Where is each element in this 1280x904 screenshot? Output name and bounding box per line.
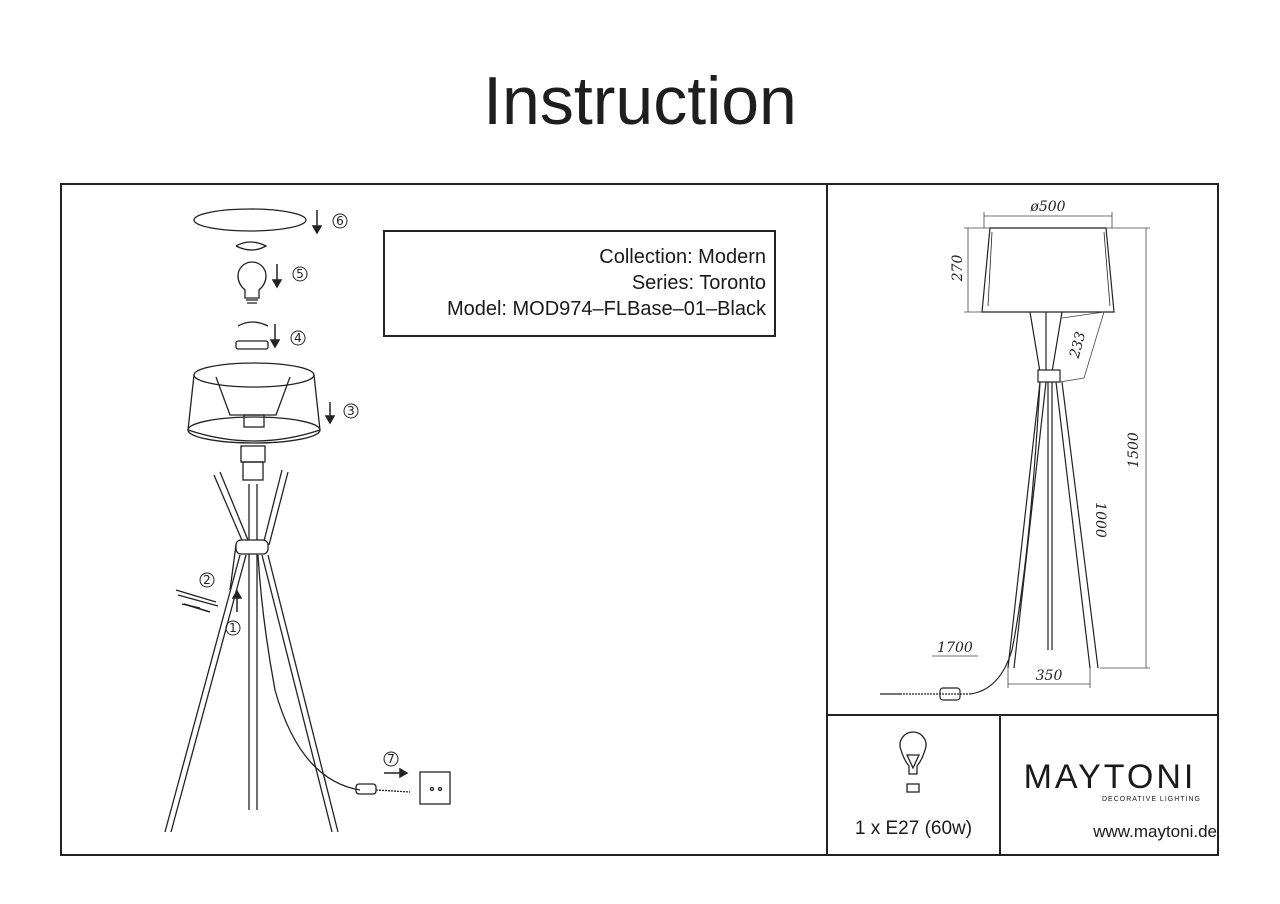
dim-total-height: 1500 [1126, 432, 1142, 468]
brand-logo: MAYTONI [1023, 758, 1197, 796]
instruction-frame [60, 183, 1219, 856]
step-6-label: 6 [336, 214, 344, 228]
product-info-box: Collection: Modern Series: Toronto Model… [383, 230, 776, 337]
dim-cable-length: 1700 [937, 640, 973, 656]
shade-ring [235, 340, 269, 350]
dim-shade-diameter: ø500 [1029, 199, 1065, 215]
bulb-spec: 1 x E27 (60w) [854, 818, 973, 839]
divider-vertical-footer [999, 714, 1001, 856]
page-title: Instruction [483, 63, 797, 139]
step-1-label: 1 [229, 621, 237, 635]
series-label: Series: Toronto [631, 272, 766, 294]
dim-base-width: 350 [1036, 668, 1063, 684]
step-4-label: 4 [294, 331, 302, 345]
collection-label: Collection: Modern [599, 246, 766, 268]
bulb-drawing [237, 261, 267, 304]
lampshade-drawing [187, 362, 321, 444]
dim-lower-segment: 233 [1067, 330, 1090, 361]
step-3-label: 3 [347, 404, 355, 418]
cable-connector [175, 589, 219, 607]
dimension-drawing [880, 227, 1115, 701]
divider-horizontal [826, 714, 1219, 716]
foot-switch [355, 783, 377, 795]
dim-shade-height: 270 [950, 255, 966, 283]
step-2-label: 2 [203, 573, 211, 587]
socket [240, 445, 266, 463]
step-5-label: 5 [296, 267, 304, 281]
rotate-icon [235, 241, 268, 251]
divider-vertical [826, 183, 828, 856]
wall-socket [419, 771, 451, 805]
brand-tagline: DECORATIVE LIGHTING [1102, 796, 1201, 803]
dim-leg-height: 1000 [1092, 502, 1108, 538]
tripod-drawing [164, 469, 361, 833]
website-link[interactable]: www.maytoni.de [1093, 822, 1217, 841]
bulb-icon [899, 731, 927, 793]
rotate-icon [237, 321, 269, 327]
model-label: Model: MOD974–FLBase–01–Black [446, 298, 766, 320]
step-7-label: 7 [387, 752, 395, 766]
diffuser-disc [193, 208, 307, 232]
